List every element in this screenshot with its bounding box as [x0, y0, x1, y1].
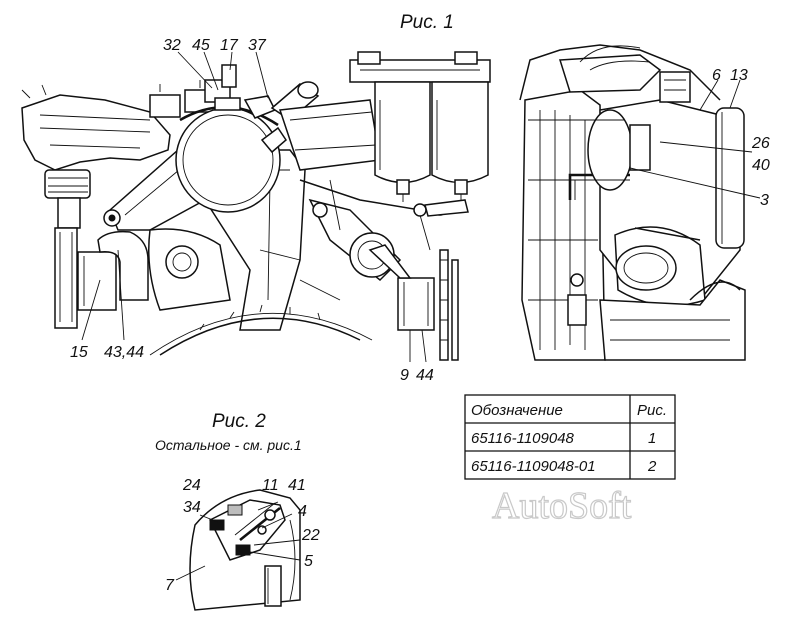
fig2-title: Рис. 2 — [212, 411, 266, 432]
engine-front-view — [519, 44, 746, 361]
callout-3: 3 — [760, 192, 769, 209]
table-cell-row2-figure: 2 — [647, 458, 657, 475]
callout-7: 7 — [165, 577, 175, 594]
callout-5: 5 — [304, 553, 313, 570]
callout-44: 44 — [416, 367, 434, 384]
callout-11: 11 — [262, 477, 279, 494]
callout-9: 9 — [400, 367, 409, 384]
callout-45: 45 — [192, 37, 210, 54]
callout-43-44: 43,44 — [104, 344, 144, 361]
callout-26: 26 — [751, 135, 770, 152]
fig1-title: Рис. 1 — [400, 12, 454, 33]
callout-40: 40 — [752, 157, 770, 174]
callout-41: 41 — [288, 477, 306, 494]
designation-table: Обозначение Рис. 65116-1109048 1 65116-1… — [464, 394, 676, 480]
engine-side-view — [21, 51, 491, 361]
table-header-figure: Рис. — [637, 402, 667, 419]
callout-13: 13 — [730, 67, 748, 84]
fig2-note: Остальное - см. рис.1 — [155, 437, 302, 453]
callout-4: 4 — [298, 503, 307, 520]
callout-34: 34 — [183, 499, 201, 516]
table-cell-row1-figure: 1 — [648, 430, 656, 447]
table-cell-row1-designation: 65116-1109048 — [471, 430, 575, 447]
table-header-designation: Обозначение — [471, 402, 563, 419]
detail-view — [189, 489, 301, 611]
callout-24: 24 — [182, 477, 201, 494]
watermark-text: AutoSoft — [492, 485, 632, 527]
callout-15: 15 — [70, 344, 88, 361]
callout-32: 32 — [163, 37, 181, 54]
callout-22: 22 — [301, 527, 320, 544]
labels: Рис. 1 Рис. 2 Остальное - см. рис.1 32 4… — [70, 12, 770, 594]
leader-lines — [81, 51, 761, 581]
callout-37: 37 — [248, 37, 267, 54]
callout-17: 17 — [220, 37, 239, 54]
callout-6: 6 — [712, 67, 721, 84]
table-cell-row2-designation: 65116-1109048-01 — [471, 458, 596, 475]
